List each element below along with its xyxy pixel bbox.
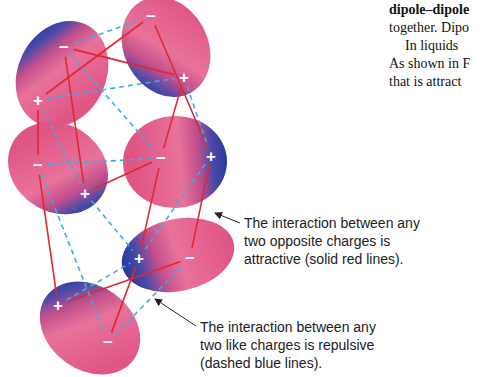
repulsion-line [67, 263, 131, 300]
attraction-line [46, 22, 143, 94]
leader-line [155, 299, 196, 326]
repulsion-line [115, 265, 183, 335]
callout-note: The interaction between any two opposite… [244, 214, 436, 268]
attraction-line [141, 168, 159, 248]
charge-sign: + [206, 148, 216, 165]
dipole-molecule [22, 262, 159, 377]
dipole-molecule [105, 0, 228, 113]
charge-sign: + [53, 297, 63, 314]
charge-sign: + [80, 185, 90, 202]
body-text: In liquids [405, 37, 458, 55]
charge-sign: − [33, 157, 43, 174]
repulsion-line [43, 109, 81, 184]
dipole-molecule [121, 114, 228, 210]
body-text: that is attract [389, 73, 461, 91]
attraction-line [67, 261, 180, 301]
attraction-line [39, 175, 56, 295]
dipole-molecule [115, 208, 241, 302]
repulsion-line [145, 164, 205, 250]
body-text: dipole–dipole [389, 1, 469, 19]
charge-sign: − [146, 8, 156, 25]
attraction-line [37, 110, 39, 155]
repulsion-line [71, 55, 155, 151]
charge-sign: + [179, 69, 189, 86]
repulsion-line [187, 87, 208, 147]
repulsion-line [42, 174, 105, 332]
body-text: As shown in F [389, 55, 470, 73]
dipole-molecule [0, 104, 125, 233]
repulsion-line [48, 79, 174, 99]
charge-sign: − [185, 250, 195, 267]
attraction-line [94, 162, 152, 189]
attraction-line [155, 25, 207, 147]
charge-sign: − [103, 334, 113, 351]
leader-line [215, 213, 240, 223]
callout-note: The interaction between any two like cha… [200, 318, 396, 372]
charge-sign: − [156, 150, 166, 167]
attraction-line [164, 87, 182, 149]
body-text: together. Dipo [389, 19, 469, 37]
attraction-line [112, 267, 136, 332]
repulsion-line [48, 159, 151, 165]
repulsion-line [91, 201, 132, 251]
repulsion-line [73, 19, 141, 43]
dipole-molecule [0, 5, 126, 142]
charge-sign: − [59, 39, 69, 56]
attraction-line [192, 166, 209, 248]
charge-sign: + [33, 92, 43, 109]
charge-sign: + [134, 250, 144, 267]
attraction-line [65, 57, 83, 183]
